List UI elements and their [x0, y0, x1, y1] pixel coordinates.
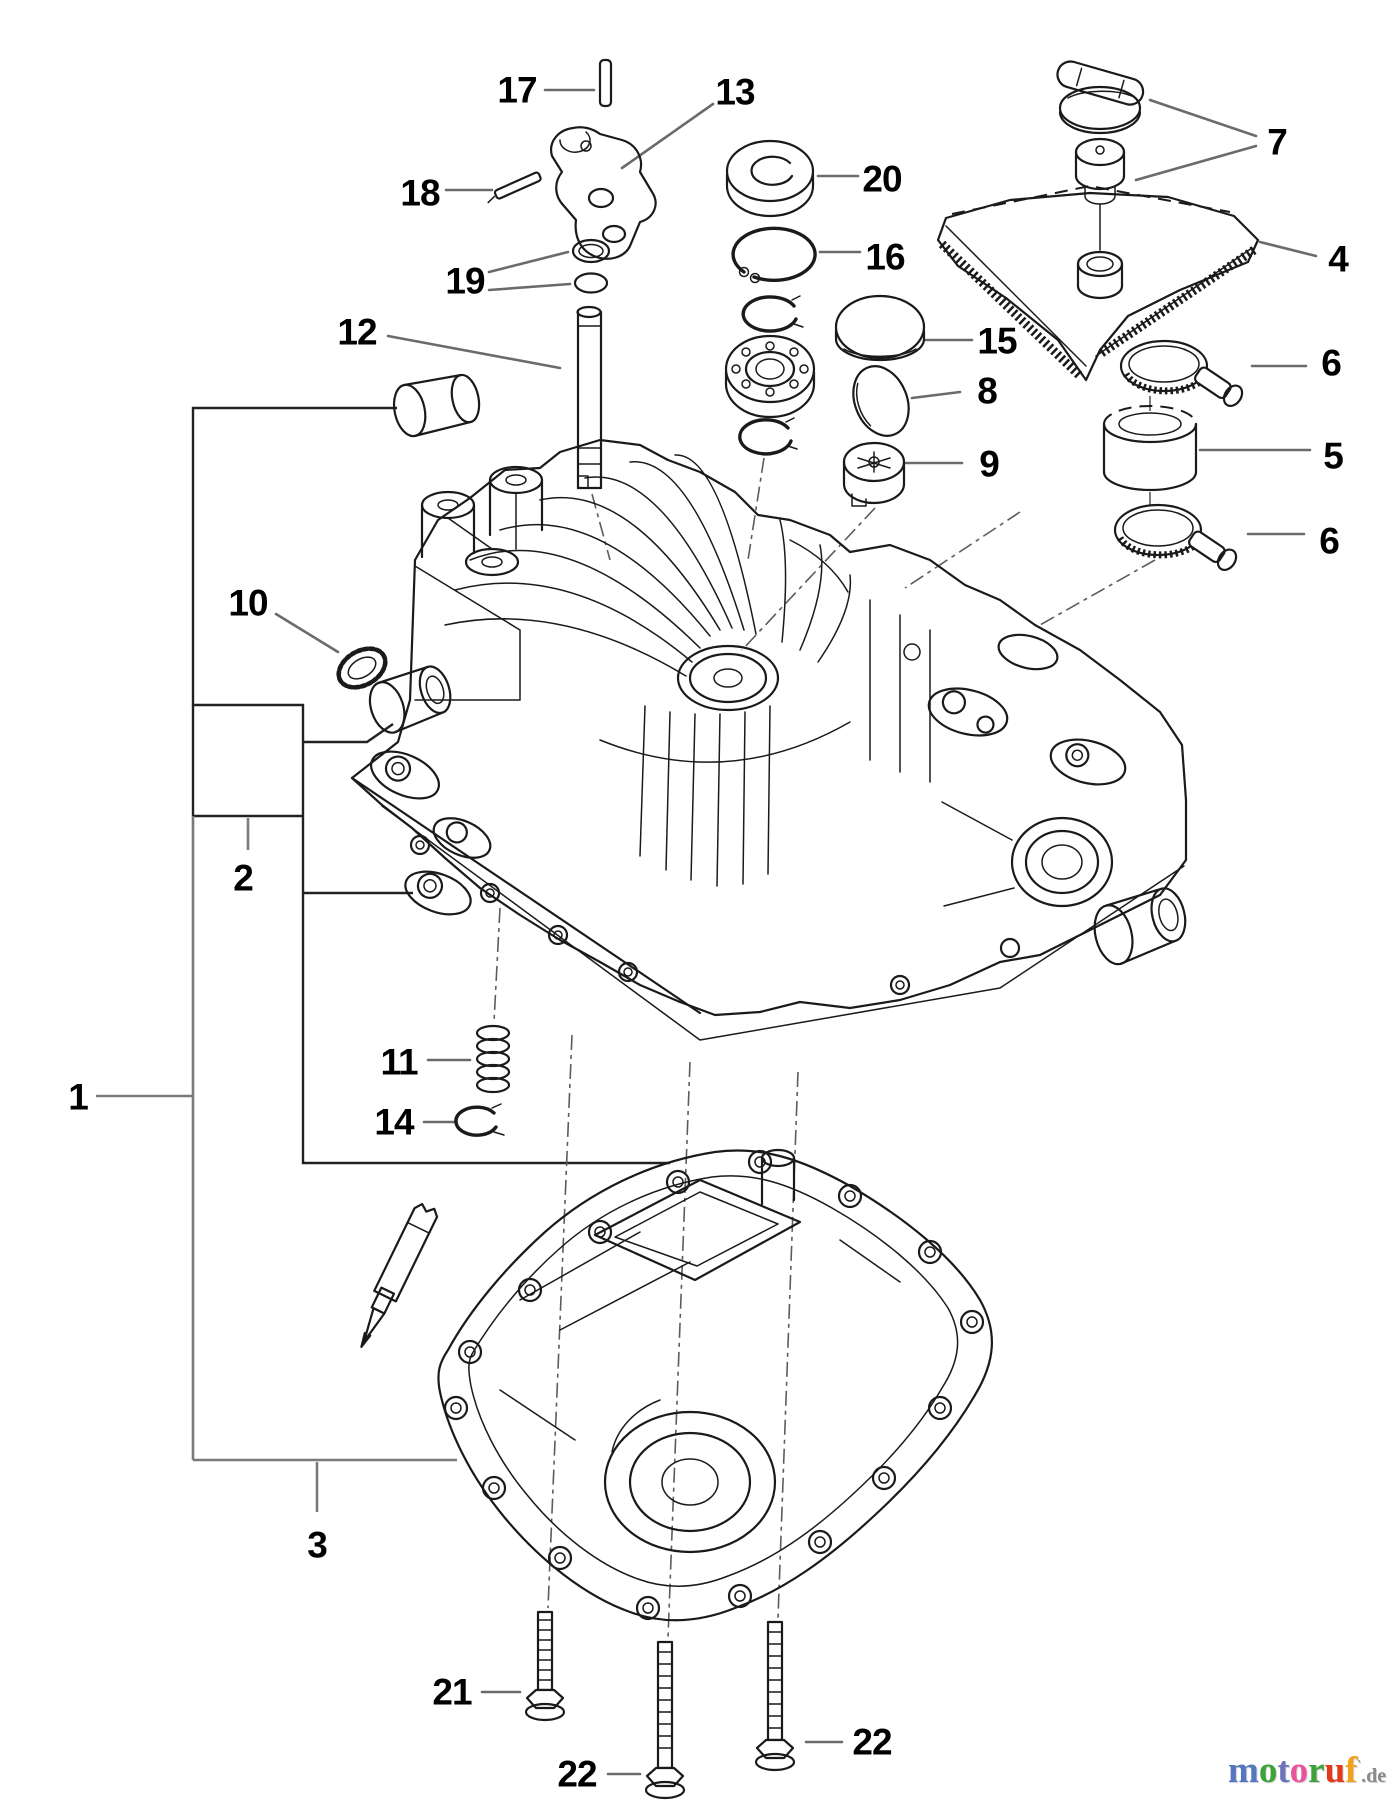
callout-15: 15: [977, 320, 1017, 362]
callout-12: 12: [337, 311, 377, 353]
watermark-suffix: .de: [1361, 1765, 1387, 1787]
oil-seal-10-part: [336, 646, 388, 690]
callout-1: 1: [68, 1076, 89, 1118]
watermark-letter: t: [1277, 1750, 1290, 1791]
callout-20: 20: [862, 158, 902, 200]
ball-bearing-part: [724, 334, 816, 419]
watermark-letter: o: [1258, 1750, 1278, 1791]
watermark-letter: r: [1308, 1750, 1325, 1791]
centerlines: [547, 396, 1156, 1639]
callout-19: 19: [445, 260, 485, 302]
pin-18-part: [487, 171, 542, 204]
bolt-22-right-part: [754, 1620, 796, 1772]
pin-17-part: [598, 58, 613, 108]
upper-housing-drawing: [350, 438, 1188, 1041]
callout-22: 22: [557, 1753, 597, 1795]
callout-22: 22: [852, 1721, 892, 1763]
watermark-letter: f: [1345, 1750, 1358, 1791]
callout-7: 7: [1267, 121, 1288, 163]
callout-10: 10: [228, 582, 268, 624]
watermark-letter: m: [1228, 1750, 1259, 1791]
spring-11-part: [475, 907, 511, 1094]
hose-clamp-6-upper-part: [1119, 339, 1244, 408]
lower-cover-drawing: [437, 1148, 994, 1622]
shift-lever-13-part: [550, 126, 657, 260]
spacer-ring-20-part: [725, 139, 815, 218]
callout-2: 2: [233, 857, 254, 899]
o-rings-19-part: [571, 238, 611, 294]
hose-clamp-6-lower-part: [1113, 503, 1238, 572]
hose-5-part: [1102, 405, 1198, 492]
seal-disc-8-part: [852, 365, 910, 437]
callout-11: 11: [380, 1041, 418, 1083]
bushing-right-part: [1093, 887, 1187, 966]
callout-5: 5: [1323, 435, 1344, 477]
callout-6: 6: [1319, 520, 1340, 562]
callout-3: 3: [307, 1524, 328, 1566]
oil-applicator-part: [360, 1202, 439, 1348]
motoruf-watermark: motoruf'.de: [1228, 1752, 1386, 1789]
cap-9-part: [842, 441, 906, 507]
clip-14-part: [454, 1103, 505, 1137]
bushing-top-left-part: [392, 373, 481, 438]
snap-ring-16-part: [731, 226, 817, 284]
reservoir-cap-7-part: [1056, 60, 1145, 135]
leader-lines: [274, 88, 1318, 1776]
watermark-mark: ': [1357, 1756, 1362, 1772]
watermark-letter: u: [1324, 1750, 1346, 1791]
bracket-group-1: [96, 816, 457, 1512]
callout-9: 9: [979, 443, 1000, 485]
filler-plug-7-part: [1074, 137, 1126, 251]
callout-4: 4: [1328, 238, 1349, 280]
callout-13: 13: [715, 71, 755, 113]
bracket-group-2: [191, 406, 670, 1165]
shaft-12-part: [576, 305, 603, 490]
callout-14: 14: [374, 1101, 414, 1143]
bolt-22-middle-part: [644, 1640, 686, 1800]
dome-plug-15-part: [834, 294, 926, 362]
bolt-21-part: [524, 1610, 566, 1722]
callout-21: 21: [432, 1671, 472, 1713]
reservoir-tank-4-part: [936, 184, 1260, 382]
callout-18: 18: [400, 172, 440, 214]
watermark-letter: o: [1289, 1750, 1309, 1791]
c-clip-part: [738, 417, 798, 456]
c-washer-part: [741, 295, 804, 333]
callout-16: 16: [865, 236, 905, 278]
callout-6: 6: [1321, 342, 1342, 384]
sleeve-bushing-part: [368, 665, 452, 734]
callout-17: 17: [497, 69, 537, 111]
callout-8: 8: [977, 370, 998, 412]
